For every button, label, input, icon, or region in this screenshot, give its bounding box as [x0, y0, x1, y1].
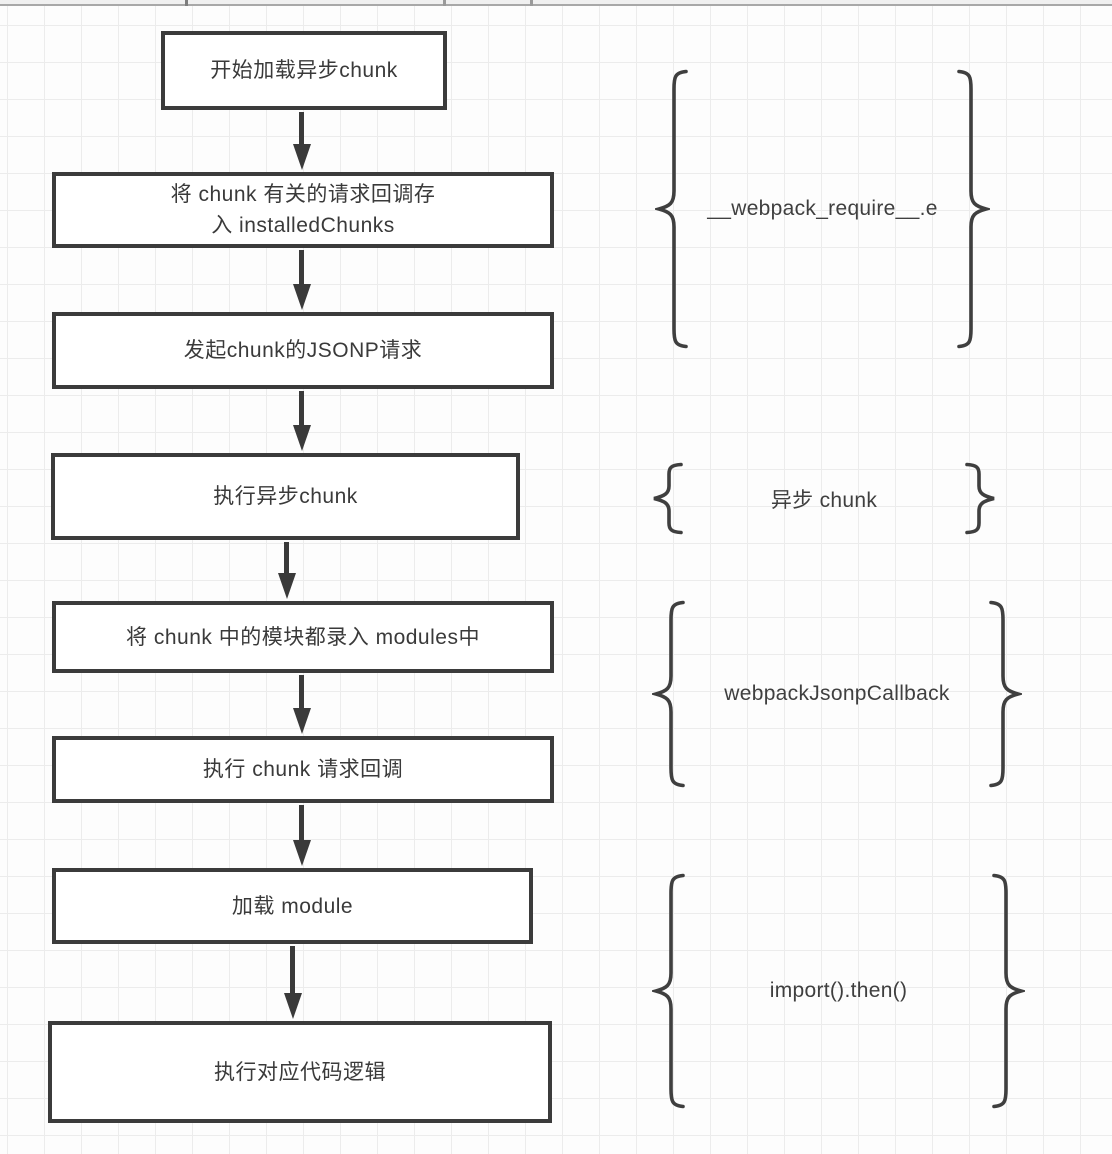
brace-left-icon [655, 69, 688, 349]
flow-step-execute-async-chunk: 执行异步chunk [51, 453, 520, 540]
flow-step-label: 加载 module [231, 894, 354, 918]
arrow-head [293, 840, 311, 866]
arrow-down-icon [292, 391, 312, 451]
flow-step-load-module: 加载 module [52, 868, 533, 944]
arrow-stem [299, 112, 304, 144]
annotation-label: __webpack_require__.e [707, 197, 938, 220]
flow-step-execute-chunk-callback: 执行 chunk 请求回调 [52, 736, 554, 803]
top-edge-tick [443, 0, 446, 6]
brace-left-icon [652, 600, 685, 788]
flow-step-register-chunk-modules: 将 chunk 中的模块都录入 modules中 [52, 601, 554, 673]
arrow-head [293, 284, 311, 310]
top-edge-tick [530, 0, 533, 6]
flow-step-label: 执行异步chunk [213, 485, 358, 508]
arrow-down-icon [292, 805, 312, 866]
annotation-label: import().then() [769, 979, 908, 1002]
arrow-stem [299, 250, 304, 284]
arrow-stem [299, 805, 304, 840]
brace-left-icon [653, 462, 683, 535]
flow-step-store-chunk-callbacks: 将 chunk 有关的请求回调存 入 installedChunks [52, 172, 554, 248]
flow-step-label-line1: 将 chunk 有关的请求回调存 [170, 183, 436, 206]
brace-right-icon [957, 69, 990, 349]
annotation-import-then: import().then() [652, 873, 1025, 1109]
top-edge-tick [185, 0, 188, 6]
annotation-label: webpackJsonpCallback [724, 682, 950, 705]
arrow-head [284, 993, 302, 1019]
annotation-webpack-jsonp-callback: webpackJsonpCallback [652, 600, 1022, 788]
brace-left-icon [652, 873, 685, 1109]
flow-step-label: 执行 chunk 请求回调 [202, 758, 404, 781]
flow-step-label: 开始加载异步chunk [210, 59, 398, 82]
annotation-webpack-require-e: __webpack_require__.e [655, 69, 990, 349]
top-edge-strip [0, 0, 1112, 6]
arrow-stem [290, 946, 295, 993]
flow-step-label: 将 chunk 中的模块都录入 modules中 [126, 625, 480, 649]
arrow-stem [299, 675, 304, 708]
arrow-head [293, 708, 311, 734]
arrow-down-icon [292, 112, 312, 170]
arrow-down-icon [292, 675, 312, 734]
arrow-head [293, 144, 311, 170]
arrow-down-icon [283, 946, 303, 1019]
flow-step-start-load-async-chunk: 开始加载异步chunk [161, 31, 447, 110]
arrow-down-icon [292, 250, 312, 310]
brace-right-icon [965, 462, 995, 535]
flow-step-label: 发起chunk的JSONP请求 [183, 339, 423, 362]
arrow-down-icon [277, 542, 297, 599]
annotation-label: 异步 chunk [770, 488, 878, 512]
flow-step-label-line2: 入 installedChunks [211, 214, 395, 237]
arrow-stem [299, 391, 304, 425]
arrow-head [293, 425, 311, 451]
flow-step-execute-code-logic: 执行对应代码逻辑 [48, 1021, 552, 1123]
brace-right-icon [992, 873, 1025, 1109]
annotation-async-chunk: 异步 chunk [650, 462, 998, 535]
flow-step-send-jsonp-request: 发起chunk的JSONP请求 [52, 312, 554, 389]
brace-right-icon [989, 600, 1022, 788]
flow-step-label: 执行对应代码逻辑 [214, 1060, 386, 1084]
arrow-head [278, 573, 296, 599]
arrow-stem [284, 542, 289, 573]
